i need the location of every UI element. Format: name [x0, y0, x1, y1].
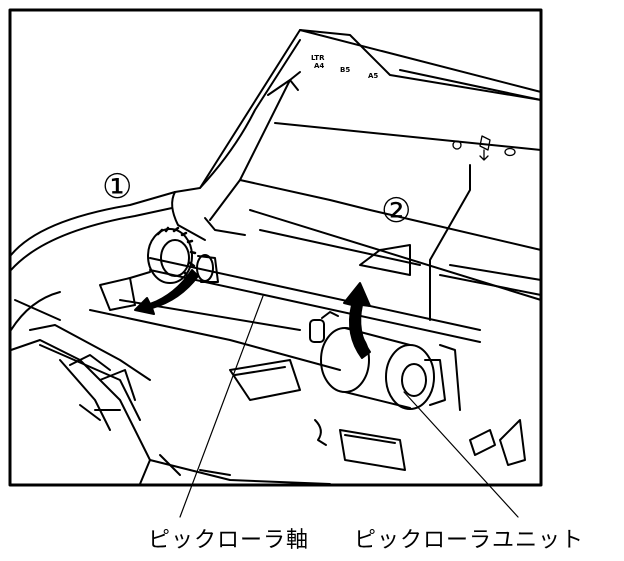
hinge-bracket	[99, 271, 151, 311]
mark-ltr: LTR	[311, 54, 325, 62]
scanner-body	[10, 191, 176, 485]
step-markers: ① ②	[102, 167, 411, 231]
mark-b5: B5	[340, 66, 350, 74]
feed-area	[89, 299, 526, 485]
step-2-marker: ②	[381, 191, 411, 231]
tray-size-marks: LTR A4 B5 A5	[311, 54, 378, 80]
arrow-left	[134, 269, 199, 315]
image-frame	[8, 8, 543, 487]
pick-roller-unit-label: ピックローラユニット	[354, 528, 585, 553]
adf-cover	[171, 29, 542, 321]
shaft-leader-line	[179, 295, 264, 518]
pick-roller-shaft	[149, 254, 481, 343]
unit-leader-line	[403, 391, 519, 518]
unlock-icon	[504, 147, 516, 157]
mark-a4: A4	[314, 62, 324, 70]
pick-roller-unit	[309, 311, 461, 411]
gear	[147, 226, 197, 284]
arrow-up	[343, 282, 371, 359]
cover-icons	[452, 135, 516, 161]
mark-a5: A5	[368, 72, 378, 80]
step-1-marker: ①	[102, 167, 132, 207]
pick-roller-shaft-label: ピックローラ軸	[148, 528, 310, 553]
lock-icon	[452, 140, 462, 150]
feed-arrow-icon	[479, 135, 491, 161]
